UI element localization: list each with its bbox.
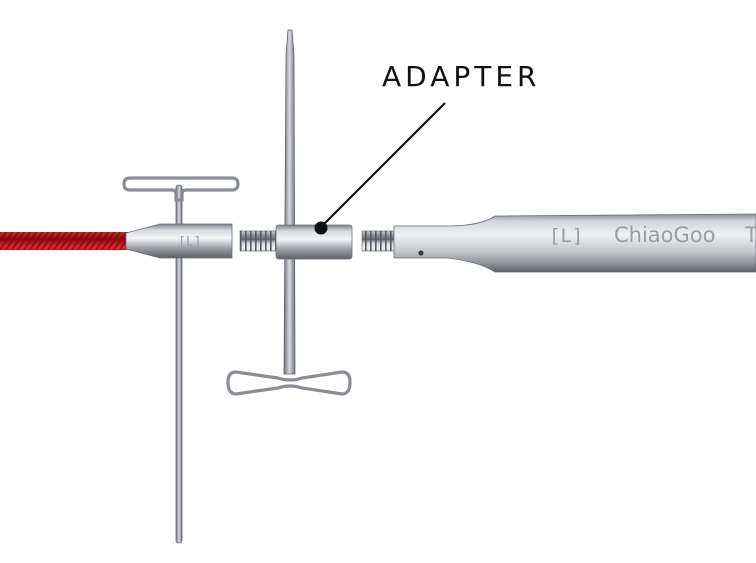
left-t-pin	[122, 176, 240, 544]
needle-tip-brand: ChiaoGoo	[614, 223, 716, 247]
callout-leader-line	[323, 102, 446, 225]
needle-tip: [L] ChiaoGoo T	[393, 213, 756, 273]
right-t-pin	[226, 29, 352, 396]
adapter-thread-right	[361, 230, 397, 252]
adapter-thread-left	[239, 230, 277, 252]
needle-tip-key-hole	[418, 250, 424, 256]
adapter-body	[275, 224, 353, 260]
callout-dot	[314, 221, 328, 235]
red-cable	[0, 232, 128, 250]
needle-tip-brand-tail: T	[744, 223, 756, 247]
adapter-callout-label: ADAPTER	[382, 60, 541, 93]
needle-tip-size-mark: [L]	[549, 225, 583, 247]
cable-connector: [L]	[125, 223, 233, 259]
cable-connector-size-mark: [L]	[178, 235, 201, 250]
